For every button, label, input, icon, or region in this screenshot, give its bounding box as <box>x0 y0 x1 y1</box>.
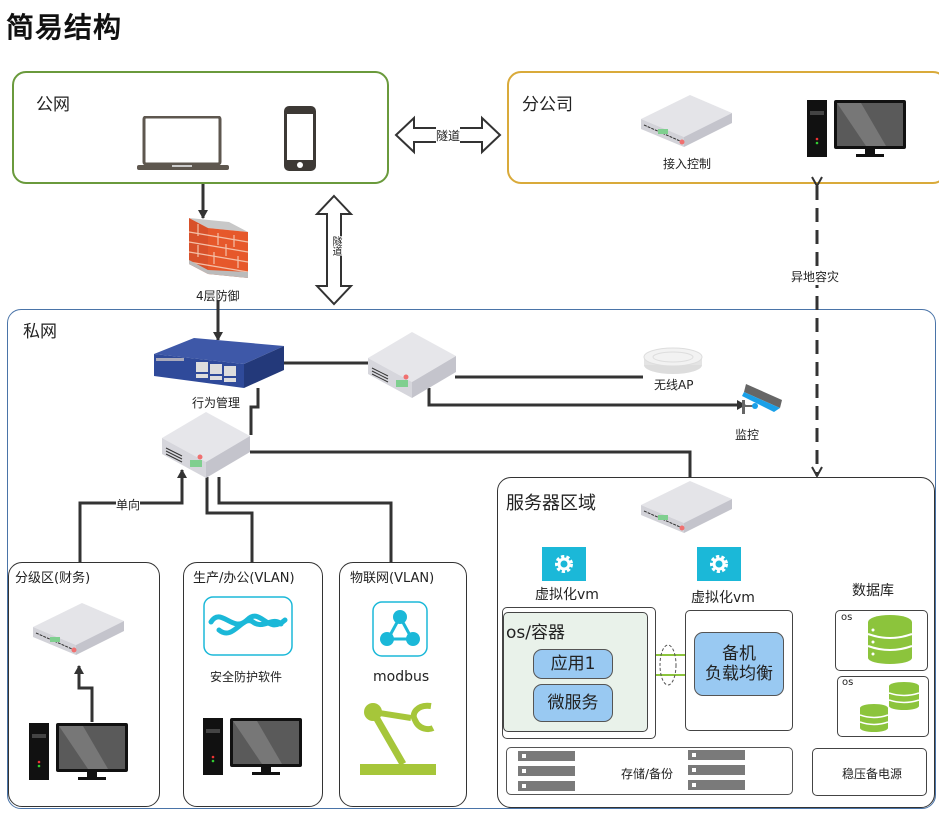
db-os-label-2: os <box>842 677 854 688</box>
finance-label: 分级区(财务) <box>15 571 91 586</box>
tunnel-vertical-label: 隧道 <box>328 236 343 256</box>
wire-mgmt-iot <box>217 477 393 562</box>
tunnel-horizontal-label: 隧道 <box>436 127 461 144</box>
production-desktop-icon <box>203 718 302 775</box>
one-way-label: 单向 <box>116 496 141 513</box>
wireless-ap-icon <box>643 347 703 374</box>
router-icon <box>368 332 456 398</box>
server-area-label: 服务器区域 <box>506 493 596 514</box>
camera-icon <box>742 384 782 414</box>
vm1-label: 虚拟化vm <box>535 587 599 603</box>
power-supply-label: 稳压备电源 <box>842 767 903 781</box>
storage-label: 存储/备份 <box>621 767 674 781</box>
public-net-label: 公网 <box>36 95 70 115</box>
wire-mgmt-server <box>250 450 692 477</box>
security-software-icon <box>203 596 293 656</box>
database-icon-small-pair <box>860 682 920 732</box>
wire-mgmt-production <box>205 477 254 562</box>
server-area-device-icon <box>641 481 732 533</box>
page-title: 简易结构 <box>6 11 123 44</box>
iot-network-icon <box>372 601 428 657</box>
power-supply-box <box>812 748 927 796</box>
finance-desktop-icon <box>29 723 128 780</box>
private-net-label: 私网 <box>23 322 57 342</box>
microservice-block: 微服务 <box>533 684 613 722</box>
branch-label: 分公司 <box>522 95 573 115</box>
laptop-icon <box>137 116 229 170</box>
db-os-label-1: os <box>841 612 853 623</box>
iot-label: 物联网(VLAN) <box>350 571 435 586</box>
private-net-zone <box>7 309 936 809</box>
robot-arm-icon <box>360 702 436 775</box>
standby-label: 备机 <box>722 643 756 664</box>
load-balance-label: 负载均衡 <box>705 664 773 684</box>
finance-device-icon <box>33 603 124 655</box>
storage-disks-icon <box>518 750 745 791</box>
behavior-mgmt-label: 行为管理 <box>192 396 241 410</box>
wireless-ap-label: 无线AP <box>654 378 694 392</box>
security-software-label: 安全防护软件 <box>210 670 283 684</box>
wire-router-camera <box>427 388 746 410</box>
link-group-ellipse <box>659 644 677 686</box>
production-label: 生产/办公(VLAN) <box>193 571 295 586</box>
standby-lb-block: 备机 负载均衡 <box>694 632 784 696</box>
modbus-label: modbus <box>373 669 430 685</box>
branch-desktop-icon <box>807 100 906 157</box>
vm1-gear-icon <box>542 547 586 581</box>
wire-finance-pc <box>74 665 94 722</box>
wire-switch-mgmt <box>249 388 260 435</box>
network-switch-icon <box>154 338 284 388</box>
disaster-recovery-label: 异地容灾 <box>791 268 840 285</box>
monitor-label: 监控 <box>735 428 760 442</box>
access-control-device-icon <box>641 95 732 147</box>
phone-icon <box>284 106 316 171</box>
app1-block: 应用1 <box>533 649 613 679</box>
database-label: 数据库 <box>852 583 894 599</box>
behavior-mgmt-server-icon <box>162 412 250 478</box>
access-control-label: 接入控制 <box>663 157 712 171</box>
firewall-label: 4层防御 <box>196 289 240 303</box>
vm2-gear-icon <box>697 547 741 581</box>
wire-finance-oneway <box>78 469 187 562</box>
container-label: os/容器 <box>506 623 565 643</box>
database-icon-large <box>867 615 913 664</box>
firewall-icon <box>188 218 249 278</box>
vm2-label: 虚拟化vm <box>691 590 755 606</box>
